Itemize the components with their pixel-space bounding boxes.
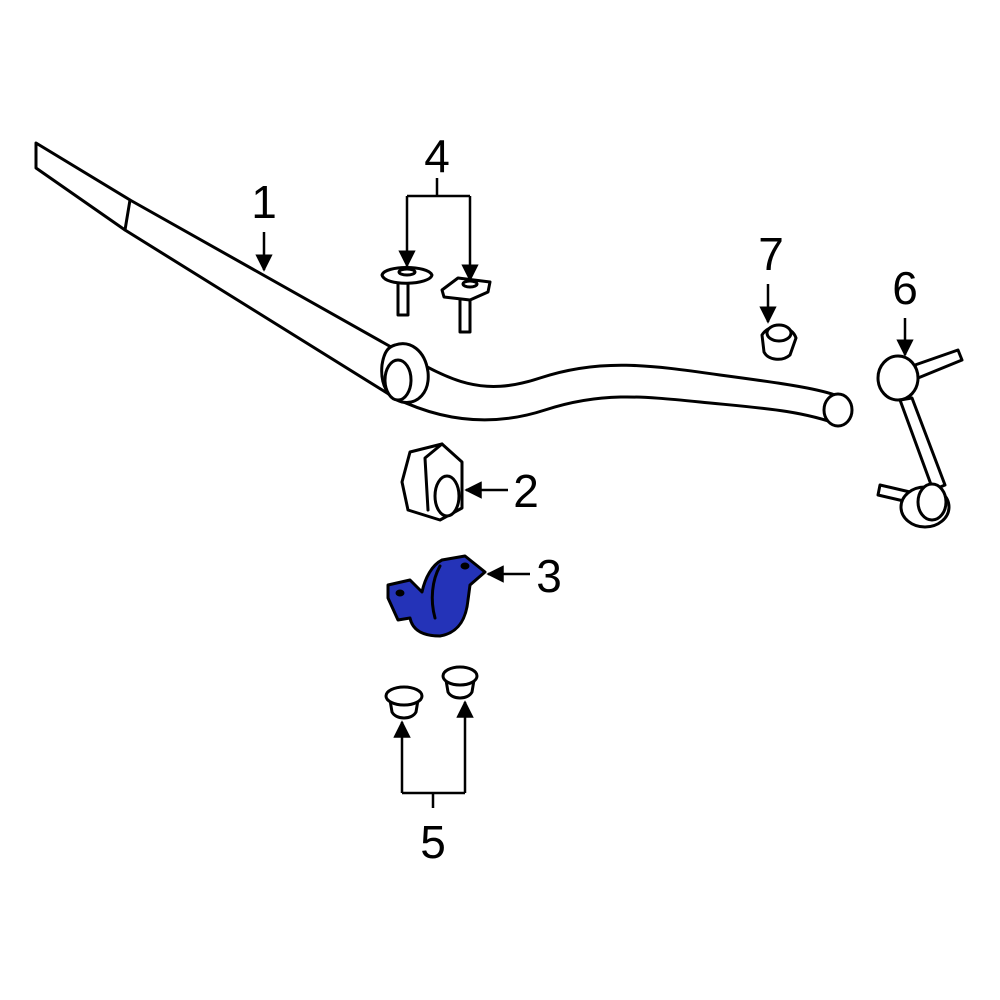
callout-2: 2 (513, 465, 539, 517)
nut-7[interactable] (760, 323, 798, 361)
bracket[interactable] (386, 554, 487, 638)
callout-3: 3 (536, 550, 562, 602)
bolt-right[interactable] (440, 276, 492, 334)
bolt-left[interactable] (380, 266, 434, 317)
stabilizer-link[interactable] (876, 348, 964, 529)
nut-right[interactable] (441, 665, 479, 700)
callout-6: 6 (892, 262, 918, 314)
callout-7: 7 (758, 228, 784, 280)
nut-left[interactable] (384, 685, 424, 720)
stabilizer-bar[interactable] (34, 141, 854, 428)
bushing[interactable] (400, 442, 464, 522)
callout-4: 4 (424, 130, 450, 182)
callout-1: 1 (251, 176, 277, 228)
leader-5 (402, 791, 465, 808)
callout-5: 5 (420, 816, 446, 868)
leader-4 (407, 178, 470, 198)
